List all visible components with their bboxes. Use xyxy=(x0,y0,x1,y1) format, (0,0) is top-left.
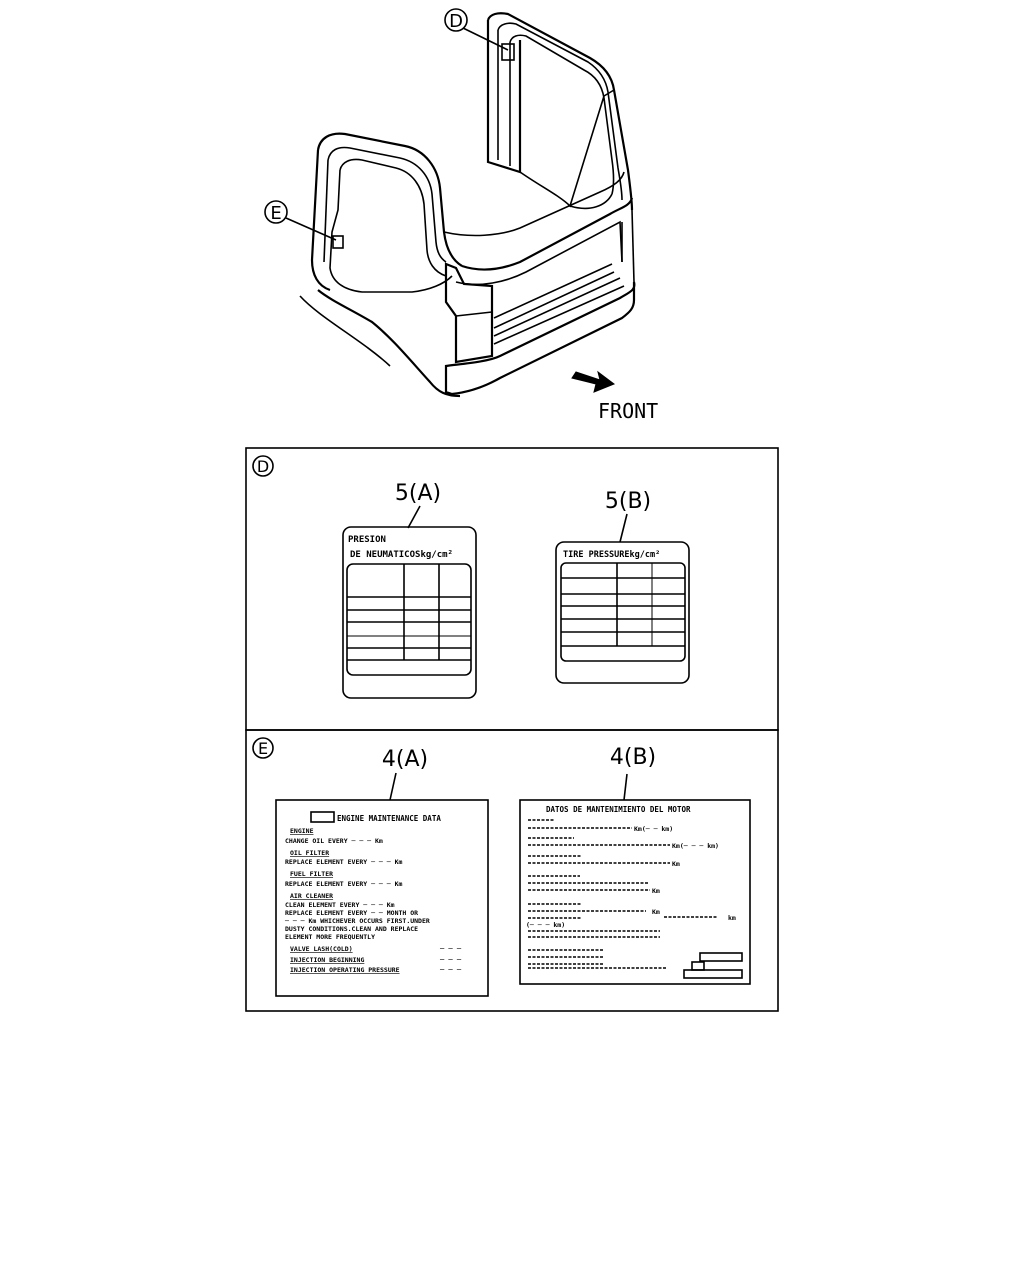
label-4a-line: REPLACE ELEMENT EVERY ─ ─ MONTH OR xyxy=(285,909,418,917)
label-5a-title-1: PRESION xyxy=(348,535,386,545)
label-4a-line: OIL FILTER xyxy=(290,849,329,857)
label-4b-unit: Km xyxy=(652,887,660,895)
label-5b: 5(B) TIRE PRESSUREkg/cm² xyxy=(555,489,690,684)
label-d-location xyxy=(501,43,515,61)
label-4a-line: CLEAN ELEMENT EVERY ─ ─ ─ Km xyxy=(285,901,395,909)
label-4a-spec: INJECTION BEGINNING xyxy=(290,956,364,964)
label-4b-unit: Km xyxy=(652,908,660,916)
part-5b: 5(B) xyxy=(605,489,651,514)
label-4b: 4(B) DATOS DE MANTENIMIENTO DEL MOTOR xyxy=(519,745,751,985)
label-4b-mark xyxy=(683,969,743,979)
callout-e-letter: E xyxy=(270,203,281,224)
label-5b-title: TIRE PRESSUREkg/cm² xyxy=(563,550,660,560)
label-4a-line: ENGINE xyxy=(290,827,314,835)
label-4b-header: DATOS DE MANTENIMIENTO DEL MOTOR xyxy=(546,805,691,814)
label-4a-line: ELEMENT MORE FREQUENTLY xyxy=(285,933,375,941)
label-4a-header: ENGINE MAINTENANCE DATA xyxy=(337,814,441,823)
label-4b-mark xyxy=(699,952,743,962)
label-4a-spec-value: ─ ─ ─ xyxy=(439,966,462,974)
part-4b: 4(B) xyxy=(610,745,656,770)
label-4a-spec: INJECTION OPERATING PRESSURE xyxy=(290,966,400,974)
label-4a-spec-value: ─ ─ ─ xyxy=(439,945,462,953)
label-4a-line: DUSTY CONDITIONS.CLEAN AND REPLACE xyxy=(285,925,418,933)
part-4a: 4(A) xyxy=(382,747,428,772)
cab-illustration: D E FRONT xyxy=(264,8,658,423)
label-4b-mark xyxy=(691,961,705,971)
front-arrow-icon xyxy=(571,370,616,393)
label-4b-unit: (─ ─ ─ km) xyxy=(526,921,565,929)
callout-e-circle xyxy=(264,200,288,224)
label-4a-spec-value: ─ ─ ─ xyxy=(439,956,462,964)
callout-d-circle xyxy=(444,8,468,32)
label-4b-unit: Km(─ ─ ─ km) xyxy=(672,842,719,850)
label-4b-unit: km xyxy=(728,914,736,922)
label-4a-line: AIR CLEANER xyxy=(290,892,333,900)
label-5a-title-2: DE NEUMATICOSkg/cm² xyxy=(350,550,453,560)
label-4a-line: REPLACE ELEMENT EVERY ─ ─ ─ Km xyxy=(285,880,402,888)
panel-e: E 4(A) ENGINE MAINTENANCE DATA ENGINE CH… xyxy=(245,729,779,1012)
panel-d: D 5(A) PRESION DE NEUMATICOSkg/cm² 5(B) … xyxy=(245,447,779,731)
label-4b-placeholder-lines xyxy=(528,819,718,969)
panel-d-tag: D xyxy=(257,457,269,476)
front-label: FRONT xyxy=(598,399,658,423)
label-4a-line: CHANGE OIL EVERY ─ ─ ─ Km xyxy=(285,837,383,845)
label-4a-line: FUEL FILTER xyxy=(290,870,333,878)
callout-d-letter: D xyxy=(449,11,463,32)
label-4a-line: REPLACE ELEMENT EVERY ─ ─ ─ Km xyxy=(285,858,402,866)
panel-e-tag: E xyxy=(258,739,268,758)
label-5a: 5(A) PRESION DE NEUMATICOSkg/cm² xyxy=(342,481,477,699)
label-4a: 4(A) ENGINE MAINTENANCE DATA ENGINE CHAN… xyxy=(275,747,489,997)
label-4a-line: ─ ─ ─ Km WHICHEVER OCCURS FIRST.UNDER xyxy=(284,917,430,925)
label-4b-unit: Km(─ ─ km) xyxy=(634,825,673,833)
label-4a-spec: VALVE LASH(COLD) xyxy=(290,945,353,953)
part-5a: 5(A) xyxy=(395,481,441,506)
label-4b-unit: Km xyxy=(672,860,680,868)
label-e-location xyxy=(332,235,344,249)
